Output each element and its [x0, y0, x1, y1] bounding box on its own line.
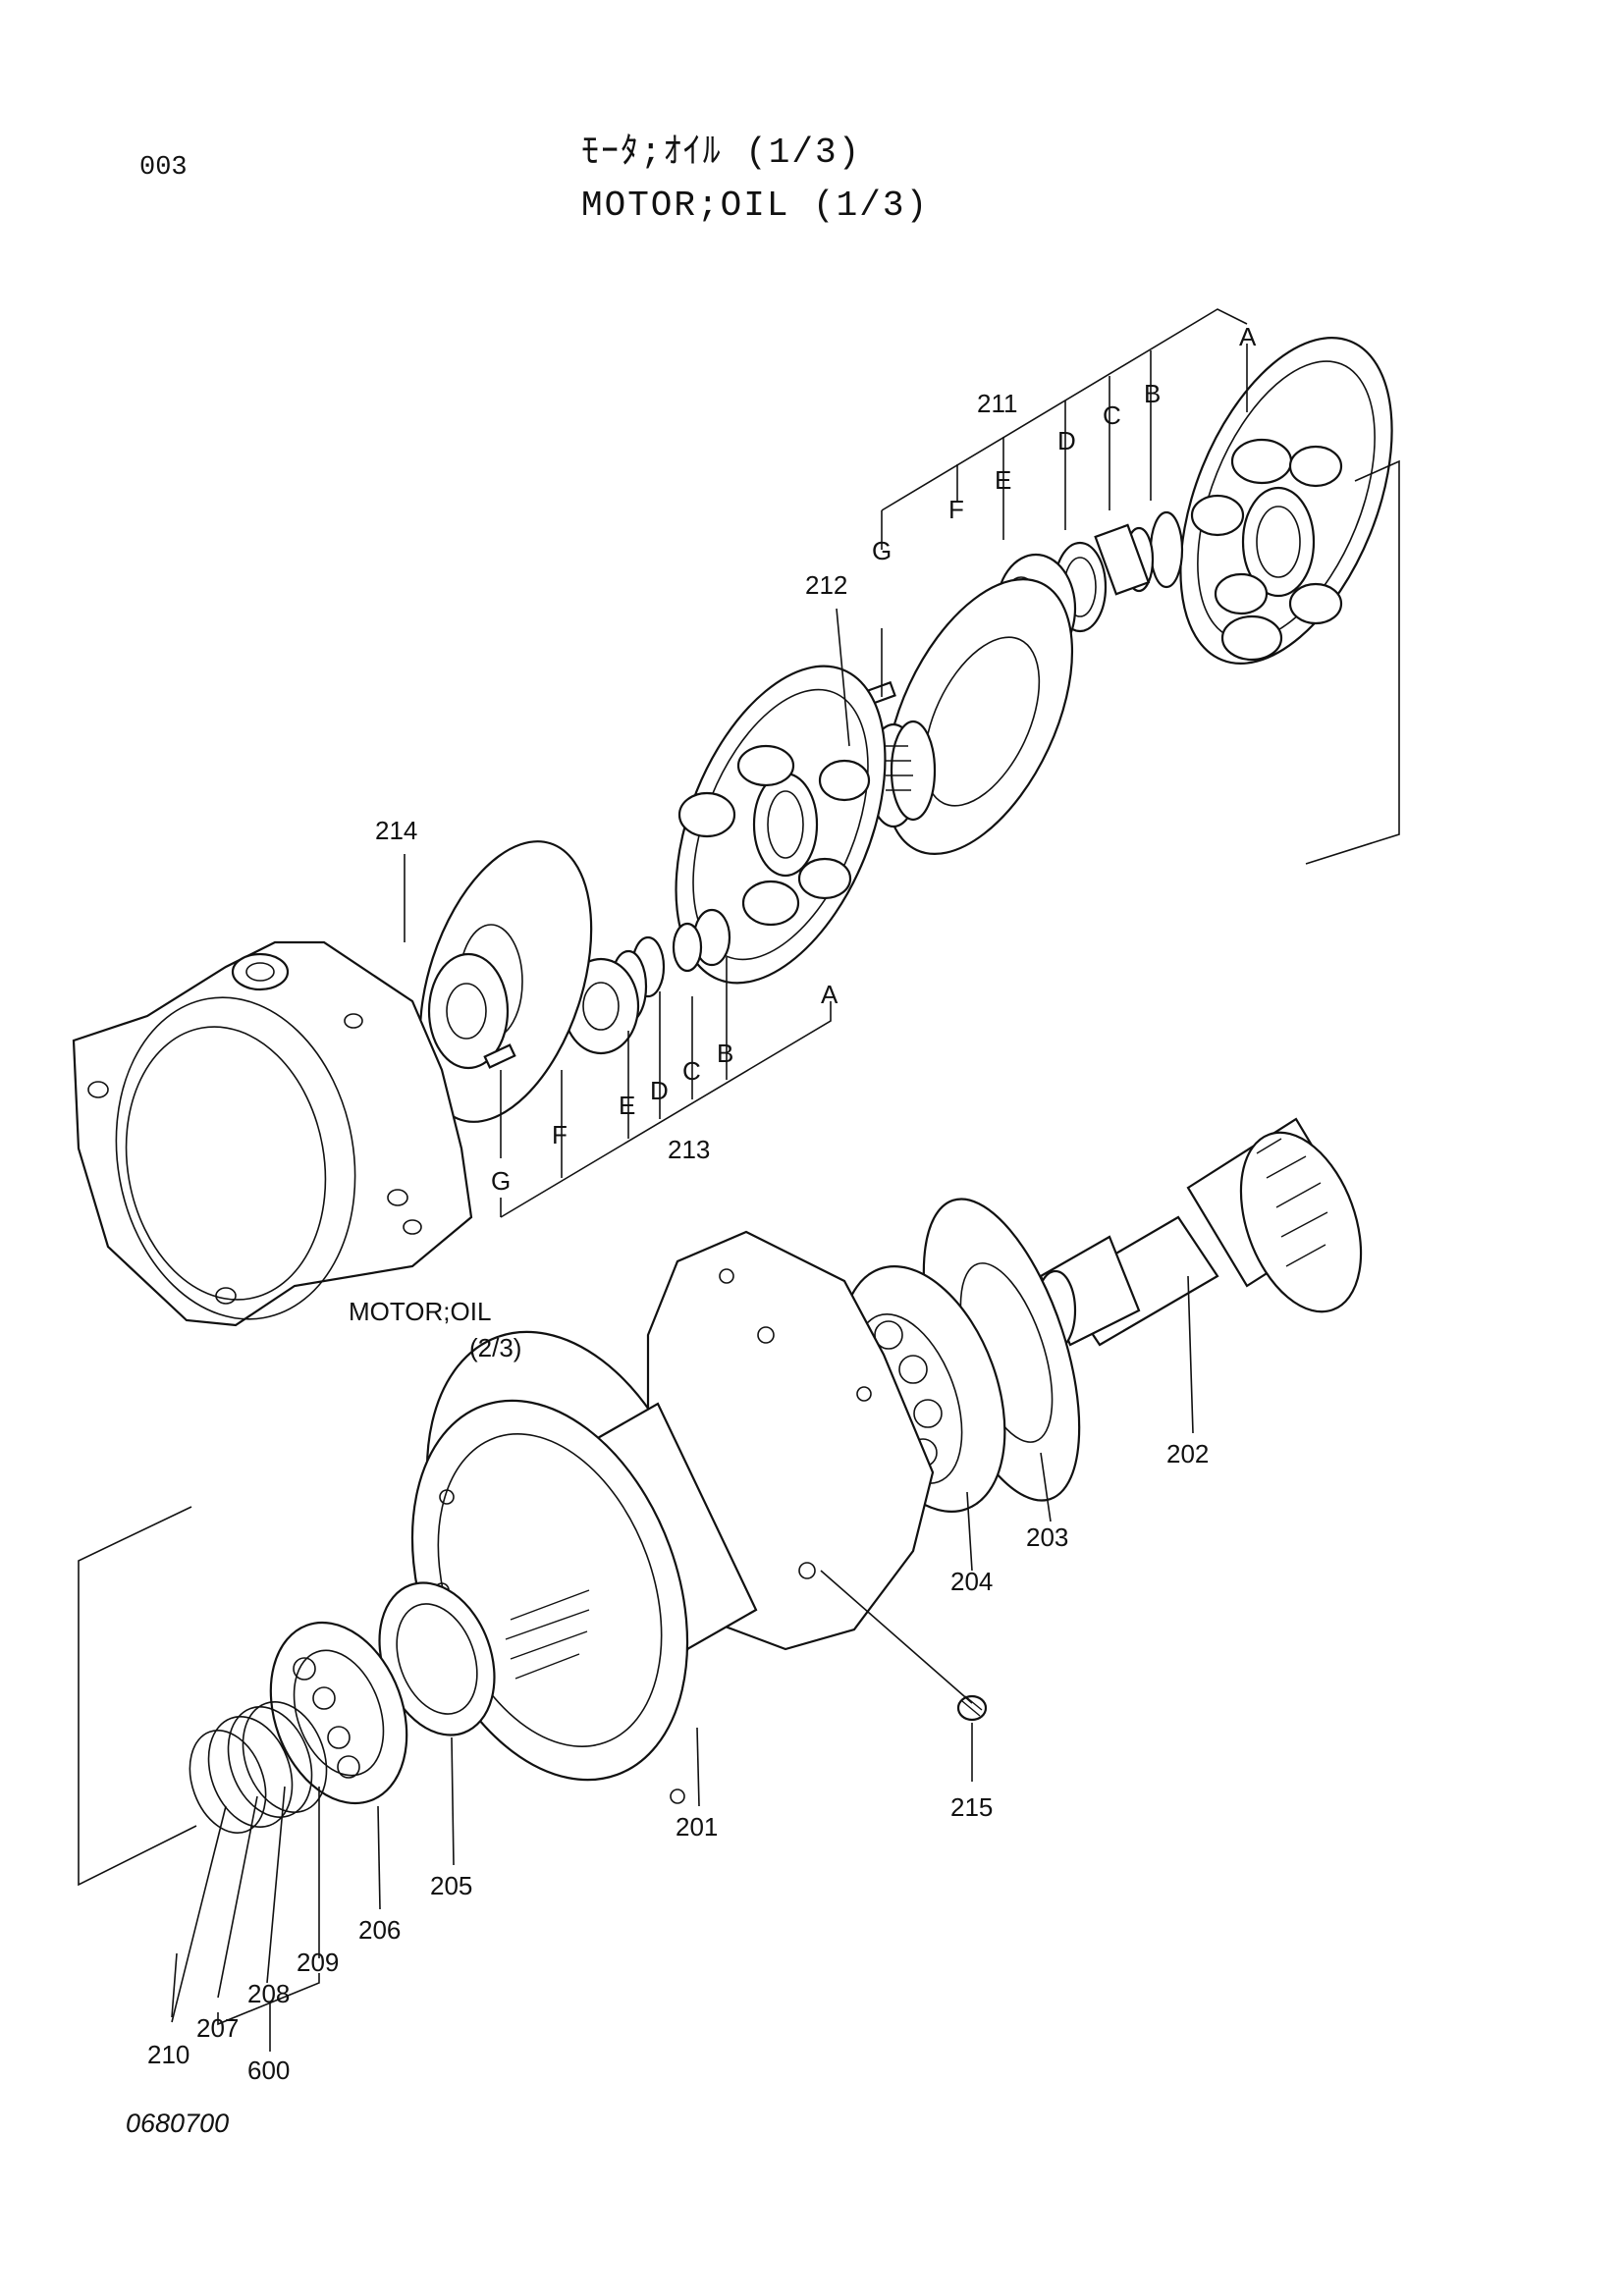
letter-B-middle: B [717, 1039, 733, 1068]
label-209: 209 [297, 1948, 339, 1977]
letter-F-middle: F [552, 1120, 568, 1149]
letter-A-upper: A [1239, 322, 1257, 351]
rings-207-210 [189, 1701, 328, 1835]
upper-carrier-211 [1179, 337, 1393, 665]
letter-F-upper: F [948, 495, 964, 524]
middle-gear-parts [562, 908, 731, 1055]
label-208: 208 [247, 1979, 290, 2008]
seal-205 [378, 1581, 496, 1736]
letter-E-middle: E [619, 1091, 635, 1120]
motor-housing-reference [72, 940, 473, 1327]
reference-note-line2: (2/3) [469, 1333, 521, 1362]
document-number: 0680700 [126, 2109, 230, 2138]
page-number: 003 [139, 153, 188, 183]
reference-note: MOTOR;OIL (2/3) [349, 1297, 521, 1362]
letter-D-upper: D [1057, 426, 1076, 455]
letter-G-middle: G [491, 1166, 511, 1196]
label-210: 210 [147, 2040, 189, 2069]
bracket-middle [404, 608, 850, 1218]
label-212: 212 [805, 570, 847, 600]
leader-lines-lower [171, 1275, 1194, 2052]
letter-B-upper: B [1144, 379, 1161, 408]
reference-frame-upper [1305, 459, 1400, 865]
letter-C-middle: C [682, 1056, 701, 1086]
label-207: 207 [196, 2013, 239, 2043]
label-203: 203 [1026, 1522, 1068, 1552]
label-204: 204 [950, 1567, 993, 1596]
title-japanese: ﾓｰﾀ;ｵｲﾙ (1/3) [581, 133, 862, 173]
label-600: 600 [247, 2056, 290, 2085]
letter-D-middle: D [650, 1076, 669, 1105]
letter-E-upper: E [995, 465, 1011, 495]
label-214: 214 [375, 816, 417, 845]
label-213: 213 [668, 1135, 710, 1164]
shaft-202 [1034, 1117, 1363, 1352]
plug-215 [956, 1694, 988, 1722]
middle-carrier [675, 665, 887, 985]
label-205: 205 [430, 1871, 472, 1900]
reference-note-line1: MOTOR;OIL [349, 1297, 491, 1326]
label-215: 215 [950, 1792, 993, 1822]
part-labels: 211 212 214 213 202 203 204 201 215 205 … [147, 389, 1209, 2085]
bracket-upper [881, 308, 1248, 697]
label-211: 211 [977, 389, 1017, 418]
plate-214 [418, 840, 593, 1123]
letter-C-upper: C [1103, 400, 1121, 430]
label-202: 202 [1166, 1439, 1209, 1468]
bearing-206 [269, 1621, 408, 1805]
label-206: 206 [358, 1915, 401, 1945]
label-201: 201 [676, 1812, 718, 1842]
letter-labels: A B C D E F G A B C D E F G [491, 322, 1257, 1196]
letter-A-middle: A [821, 980, 839, 1009]
reference-frame-lower [78, 1506, 197, 1887]
letter-G-upper: G [872, 536, 892, 565]
title-english: MOTOR;OIL (1/3) [581, 186, 930, 226]
